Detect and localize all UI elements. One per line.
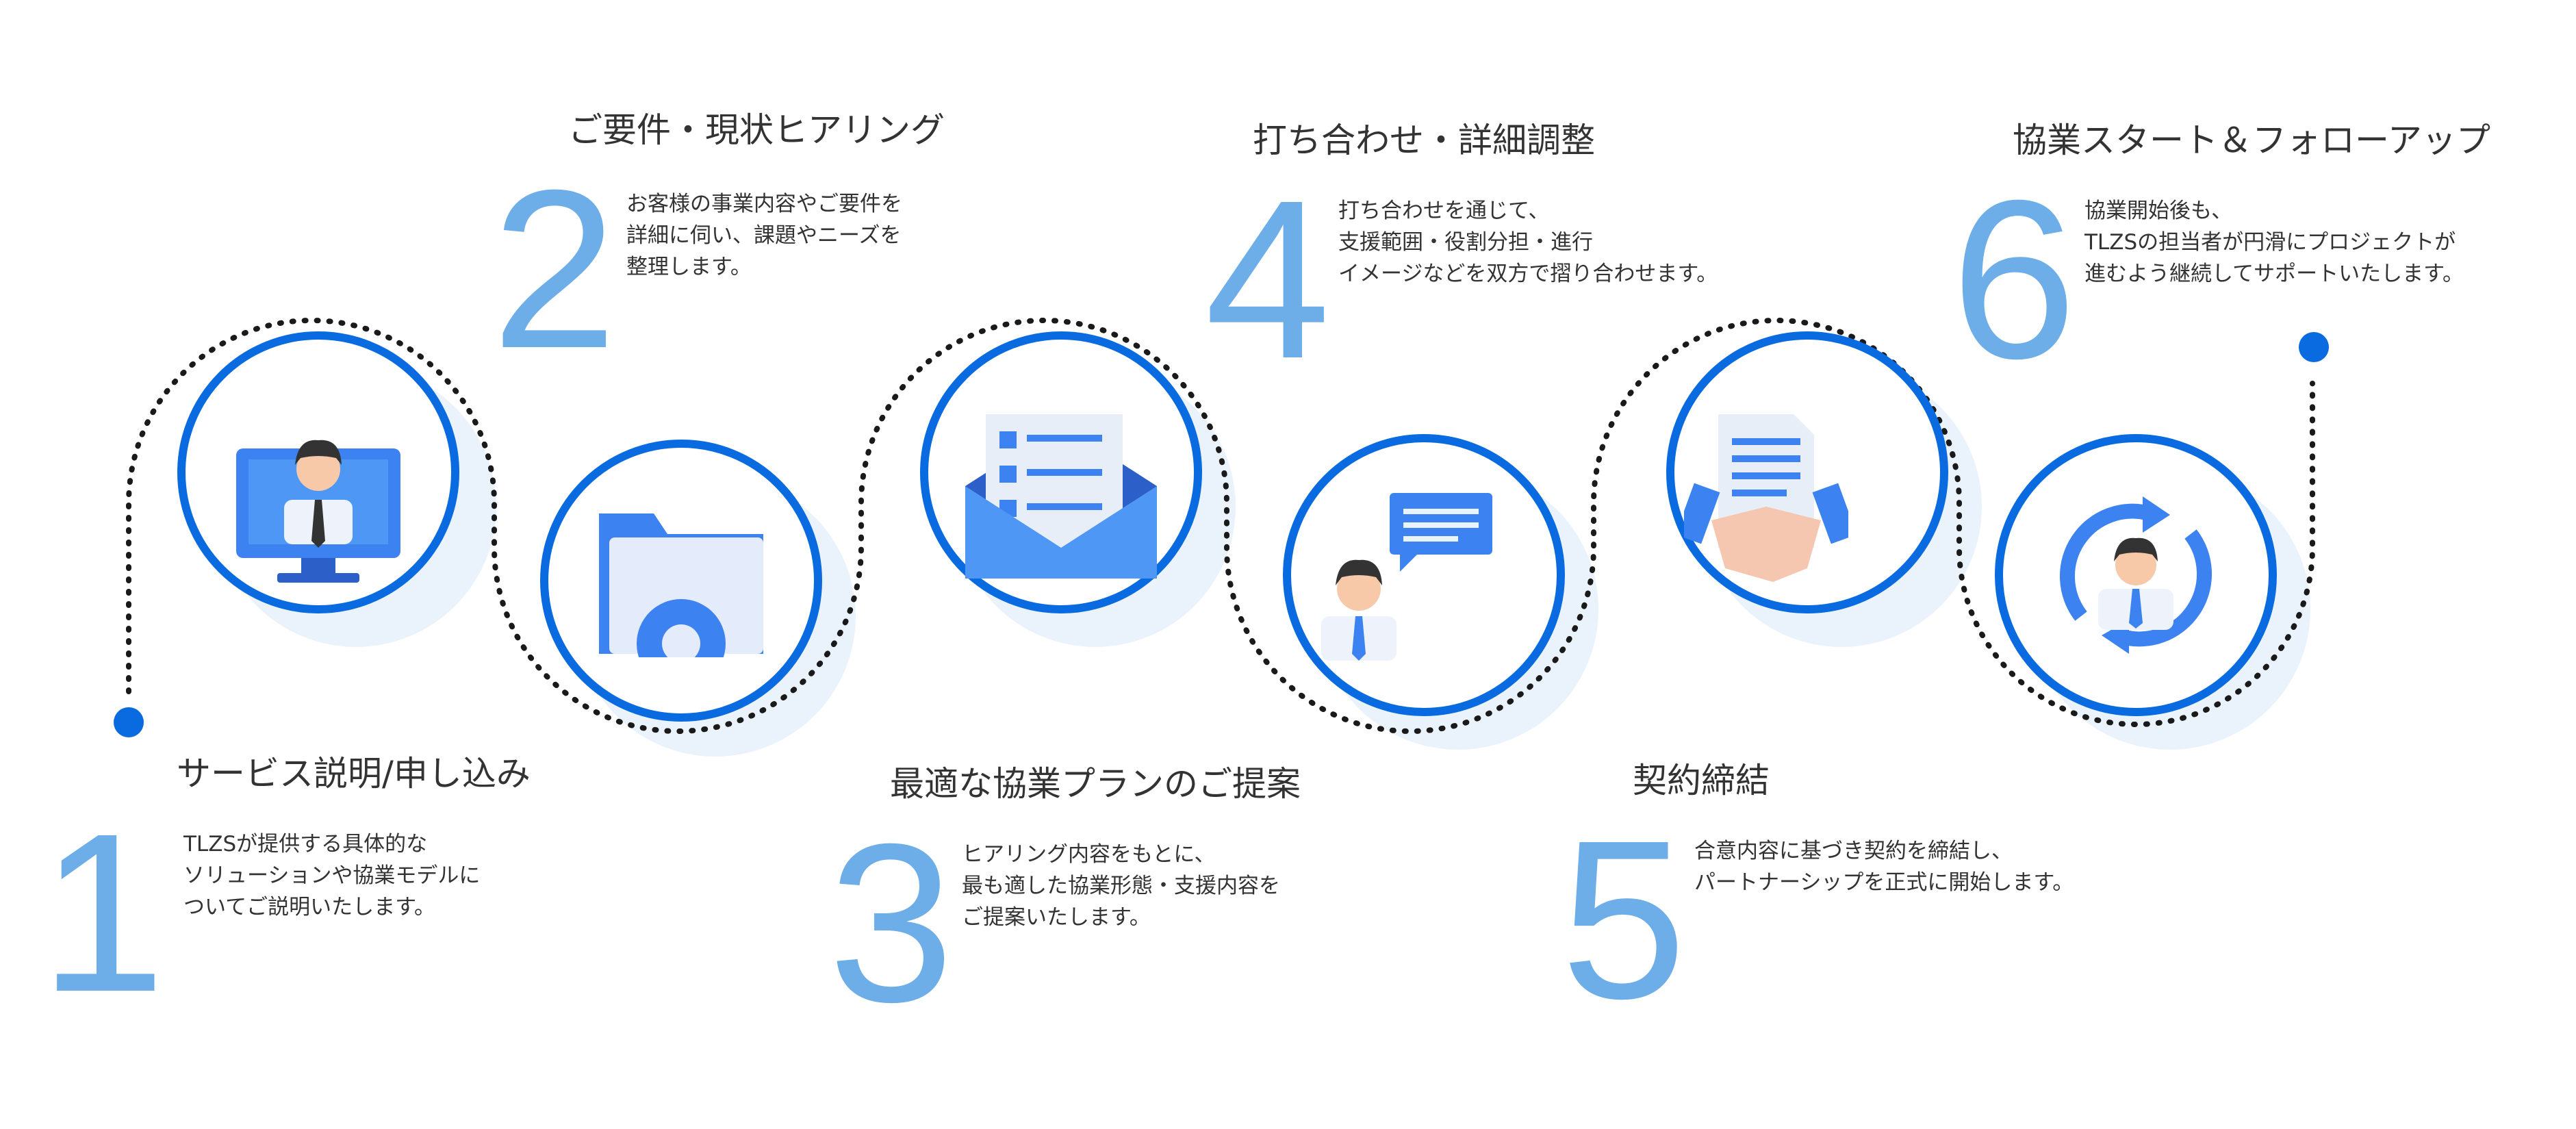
desc-line: ソリューションや協業モデルに bbox=[183, 863, 481, 888]
step-title: サービス説明/申し込み bbox=[177, 754, 531, 794]
end-dot bbox=[2299, 332, 2329, 362]
person-cycle-icon bbox=[2059, 496, 2212, 654]
desc-line: ついてご説明いたします。 bbox=[183, 895, 435, 919]
desc-line: TLZSが提供する具体的な bbox=[183, 832, 428, 857]
step-description: ヒアリング内容をもとに、最も適した協業形態・支援内容をご提案いたします。 bbox=[962, 839, 1280, 933]
step-number: 1 bbox=[40, 786, 166, 1039]
step-title: 最適な協業プランのご提案 bbox=[890, 764, 1301, 804]
step-title: ご要件・現状ヒアリング bbox=[568, 110, 945, 150]
step-description: 協業開始後も、 TLZSの担当者が円滑にプロジェクトが進むよう継続してサポートいた… bbox=[2084, 195, 2464, 290]
step-title: 協業スタート＆フォローアップ bbox=[2013, 120, 2490, 160]
desc-line: ご提案いたします。 bbox=[962, 905, 1151, 930]
video-call-person-icon bbox=[236, 440, 400, 583]
person-chat-icon bbox=[1321, 493, 1492, 661]
step-description: 合意内容に基づき契約を締結し、パートナーシップを正式に開始します。 bbox=[1694, 835, 2074, 898]
envelope-checklist-icon bbox=[965, 414, 1157, 579]
desc-line: 進むよう継続してサポートいたします。 bbox=[2084, 262, 2464, 286]
step-title: 契約締結 bbox=[1633, 761, 1770, 800]
desc-line: 最も適した協業形態・支援内容を bbox=[962, 874, 1280, 898]
desc-line: TLZSの担当者が円滑にプロジェクトが bbox=[2084, 230, 2456, 255]
handshake-contract-icon bbox=[1684, 414, 1848, 582]
dotted-connector bbox=[126, 318, 2315, 734]
start-dot bbox=[114, 707, 144, 737]
desc-line: イメージなどを双方で摺り合わせます。 bbox=[1338, 262, 1718, 286]
step-title: 打ち合わせ・詳細調整 bbox=[1253, 120, 1595, 160]
step-description: お客様の事業内容やご要件を詳細に伺い、課題やニーズを整理します。 bbox=[626, 188, 902, 283]
desc-line: 詳細に伺い、課題やニーズを bbox=[626, 223, 902, 248]
desc-line: パートナーシップを正式に開始します。 bbox=[1694, 870, 2074, 895]
step-description: TLZSが提供する具体的なソリューションや協業モデルについてご説明いたします。 bbox=[183, 828, 480, 923]
step-number: 5 bbox=[1561, 793, 1687, 1045]
desc-line: 合意内容に基づき契約を締結し、 bbox=[1694, 839, 2013, 863]
step-number: 2 bbox=[492, 142, 617, 395]
desc-line: 打ち合わせを通じて、 bbox=[1338, 199, 1550, 223]
step-number: 6 bbox=[1951, 153, 2077, 405]
desc-line: 支援範囲・役割分担・進行 bbox=[1338, 230, 1593, 255]
step-description: 打ち合わせを通じて、支援範囲・役割分担・進行イメージなどを双方で摺り合わせます。 bbox=[1338, 195, 1718, 290]
desc-line: 整理します。 bbox=[626, 255, 752, 279]
desc-line: お客様の事業内容やご要件を bbox=[626, 192, 902, 216]
folder-gear-icon bbox=[599, 513, 763, 657]
desc-line: ヒアリング内容をもとに、 bbox=[962, 842, 1216, 867]
step-number: 3 bbox=[828, 796, 954, 1049]
desc-line: 協業開始後も、 bbox=[2084, 199, 2233, 223]
step-number: 4 bbox=[1205, 153, 1331, 405]
